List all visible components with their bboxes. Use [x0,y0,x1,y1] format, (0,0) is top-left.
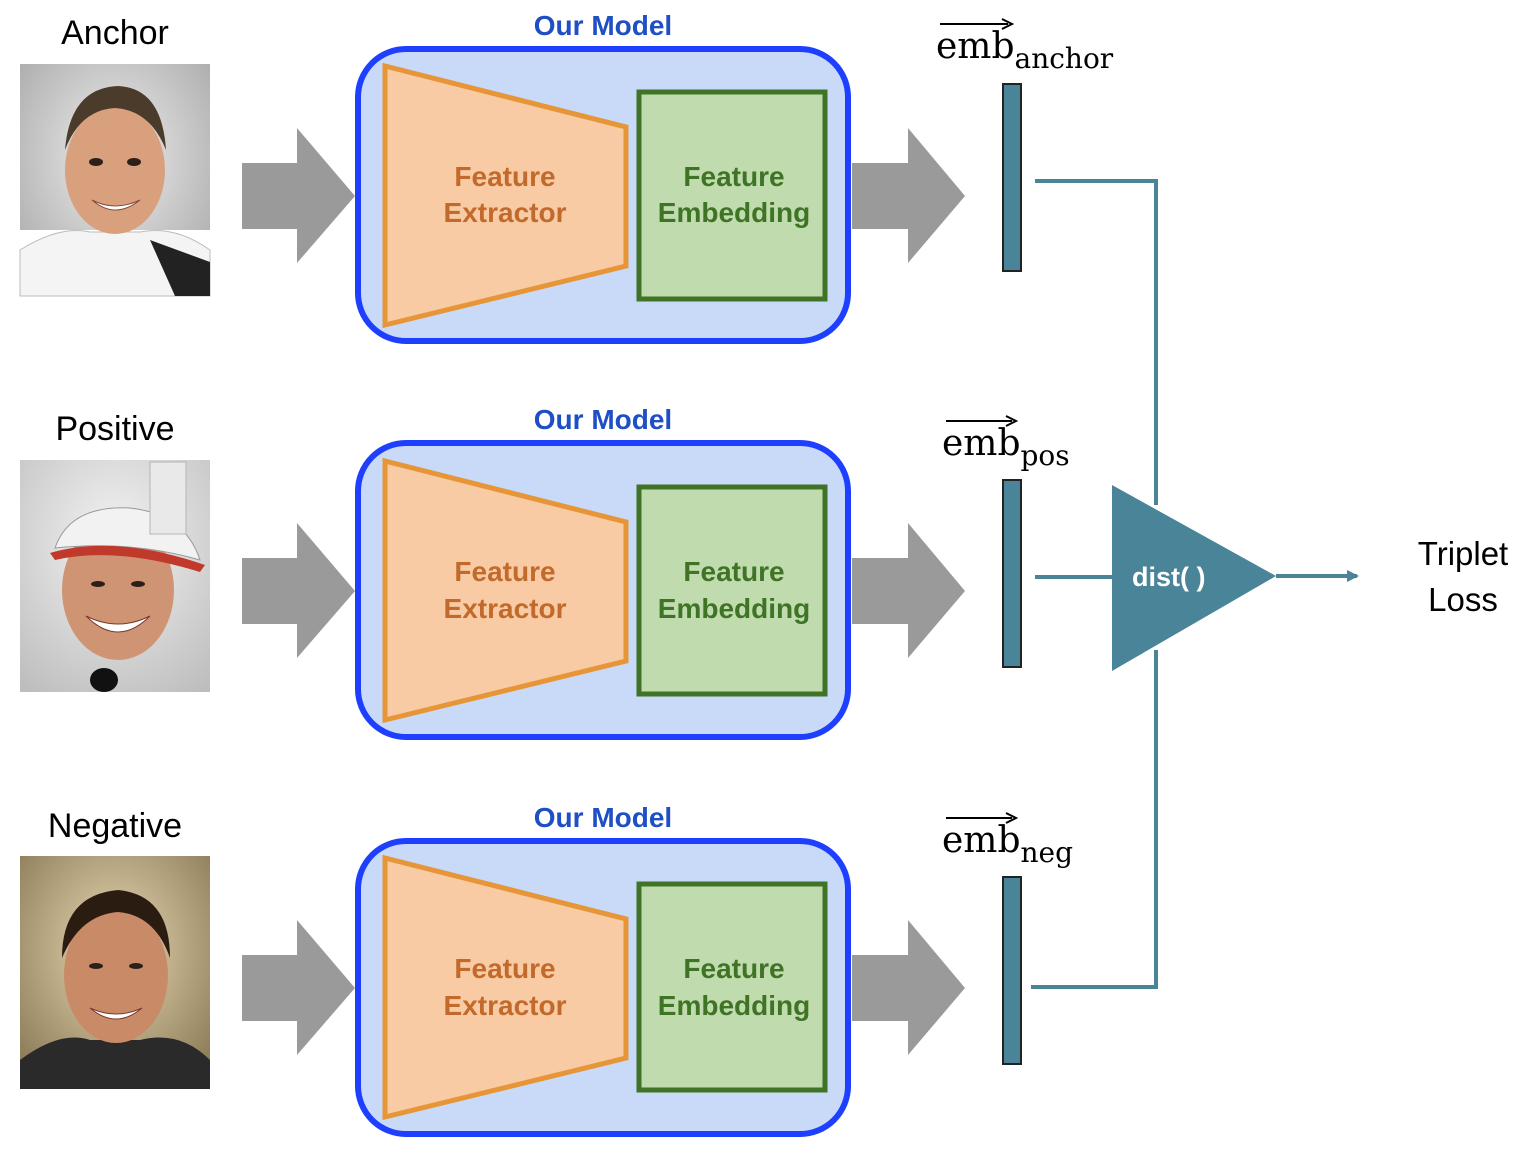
vector-arrowhead-positive [1005,415,1019,427]
emb-label-anchor: embanchor [936,26,1114,75]
embedding-line1-negative: Feature [683,953,784,984]
input-arrow-anchor [242,128,355,263]
embedding-line2-anchor: Embedding [658,197,810,228]
feature-extractor-anchor [382,62,629,329]
feature-extractor-negative [382,854,629,1121]
output-line1: Triplet [1418,535,1508,572]
embedding-line1-positive: Feature [683,556,784,587]
role-label-negative: Negative [48,807,182,845]
row-positive: Positive Our Model Feature Extractor Fea… [20,404,1070,740]
emb-sub-positive: pos [1021,439,1070,472]
embedding-vector-positive [1002,479,1022,668]
emb-sub-negative: neg [1021,836,1074,869]
role-label-anchor: Anchor [61,14,169,52]
embedding-line2-positive: Embedding [658,593,810,624]
emb-base-positive: emb [942,423,1021,464]
model-title-positive: Our Model [534,404,672,435]
vector-arrowhead-anchor [1001,18,1015,30]
feature-embedding-positive [636,484,828,697]
feature-embedding-negative [636,881,828,1093]
row-negative: Negative Our Model Feature Extractor Fea… [20,802,1073,1137]
output-arrow-positive [852,523,965,658]
extractor-line2-negative: Extractor [444,990,567,1021]
emb-base-negative: emb [942,820,1021,861]
feature-embedding-anchor [636,89,828,302]
input-arrow-positive [242,523,355,658]
extractor-line1-negative: Feature [454,953,555,984]
emb-label-negative: embneg [942,820,1073,869]
input-arrow-negative [242,920,355,1055]
emb-base-anchor: emb [936,26,1015,67]
role-label-positive: Positive [55,410,174,448]
embedding-line2-negative: Embedding [658,990,810,1021]
embedding-line1-anchor: Feature [683,161,784,192]
extractor-line2-anchor: Extractor [444,197,567,228]
connector-anchor [1035,179,1158,505]
dist-label: dist( ) [1132,562,1206,592]
feature-extractor-positive [382,457,629,724]
extractor-line1-anchor: Feature [454,161,555,192]
output-line2: Loss [1428,581,1498,618]
emb-sub-anchor: anchor [1015,42,1114,75]
output-arrow-anchor [852,128,965,263]
model-title-negative: Our Model [534,802,672,833]
embedding-vector-negative [1002,876,1022,1065]
photo-negative-face [20,856,210,1089]
connector-negative [1031,650,1158,989]
model-title-anchor: Our Model [534,10,672,41]
row-anchor: Anchor Our Model Feature Extractor Featu… [19,10,1114,344]
dist-triangle [1112,485,1276,671]
distance-section: dist( ) Triplet Loss [1031,179,1508,989]
vector-arrowhead-negative [1005,812,1019,824]
emb-label-positive: embpos [942,423,1070,472]
output-arrow-negative [852,920,965,1055]
extractor-line1-positive: Feature [454,556,555,587]
photo-positive-face-cap [20,460,210,692]
photo-anchor-face [19,64,211,297]
extractor-line2-positive: Extractor [444,593,567,624]
embedding-vector-anchor [1002,83,1022,272]
